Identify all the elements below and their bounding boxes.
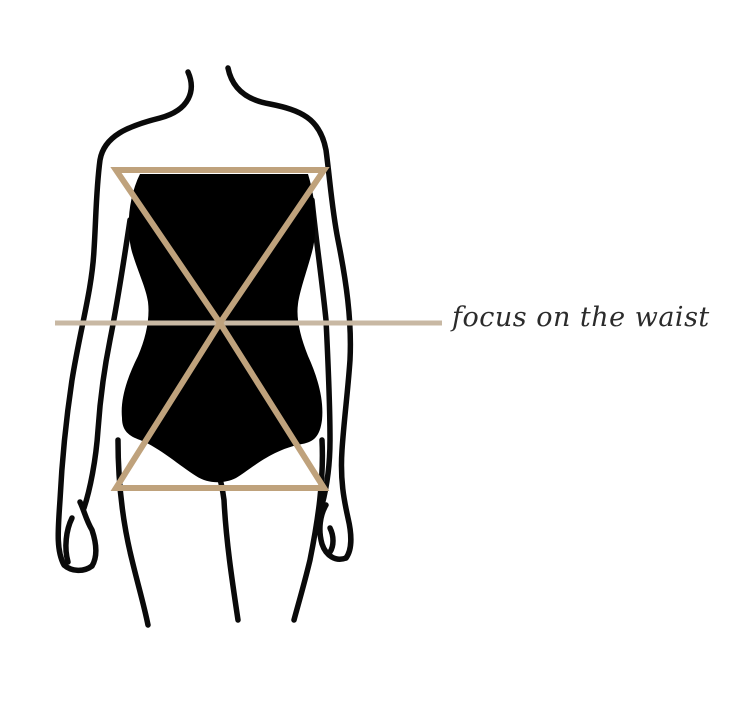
body-outline (55, 65, 354, 628)
hourglass-outline (110, 167, 330, 491)
waist-caption: focus on the waist (452, 302, 710, 333)
